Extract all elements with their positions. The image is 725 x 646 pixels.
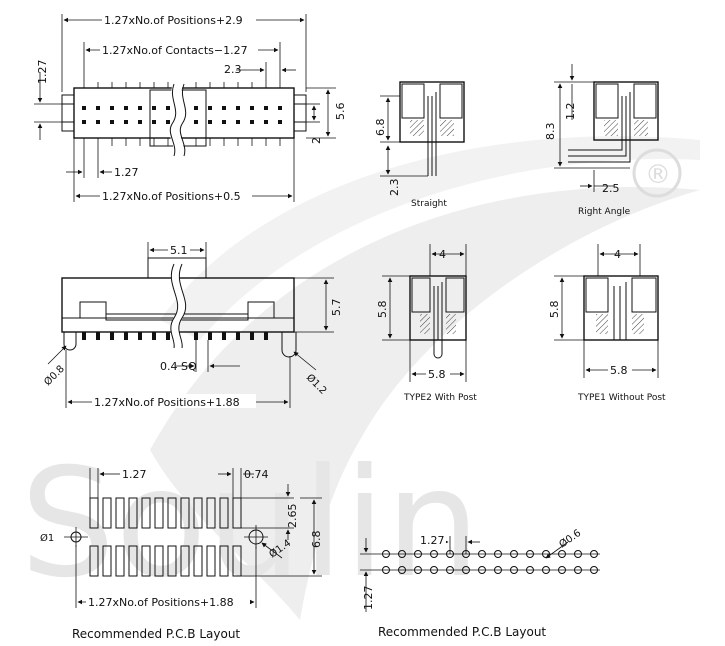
right-angle-height: 8.3 <box>544 123 557 141</box>
type2-bottom-width: 5.8 <box>428 368 446 381</box>
type2-caption: TYPE2 With Post <box>403 393 477 403</box>
top-view: 1.27xNo.of Positions+2.9 1.27xNo.of Cont… <box>34 12 347 203</box>
type1-bottom-width: 5.8 <box>610 364 628 377</box>
pcb-layout-right: 1.27 1.27 Ø0.6 Recommended P.C.B Layout <box>360 527 600 639</box>
dim-row-pitch: 1.27 <box>36 60 49 85</box>
right-angle-offset: 1.2 <box>564 103 577 121</box>
pcb-right-hole: Ø0.6 <box>557 527 583 550</box>
dim-height: 5.6 <box>334 103 347 121</box>
watermark: Soulin ® <box>20 136 700 620</box>
straight-view: 6.8 2.3 Straight <box>374 81 465 209</box>
pcb-pad-width: 0.74 <box>244 468 269 481</box>
watermark-text: Soulin <box>20 437 480 611</box>
watermark-registered: ® <box>645 160 671 190</box>
pcb-layout-left: 1.27 0.74 2.65 6.8 Ø1 Ø1.4 1.27xNo.of Po… <box>40 468 323 641</box>
front-view: 5.1 5.7 0.4 SQ Ø0.8 Ø1.2 1.27xNo.of Posi… <box>42 242 343 409</box>
type1-view: 4 5.8 5.8 TYPE1 Without Post <box>548 244 666 403</box>
dim-column-pitch: 1.27 <box>114 166 139 179</box>
pcb-bottom-length: 1.27xNo.of Positions+1.88 <box>88 596 234 609</box>
dim-contacts-length: 1.27xNo.of Contacts−1.27 <box>102 44 248 57</box>
straight-height: 6.8 <box>374 119 387 137</box>
type1-caption: TYPE1 Without Post <box>577 393 666 403</box>
pcb-pitch: 1.27 <box>122 468 147 481</box>
right-angle-caption: Right Angle <box>578 207 631 217</box>
pcb-right-row-pitch: 1.27 <box>362 586 375 611</box>
pcb-pad-row-top <box>89 497 242 529</box>
front-post-left: Ø0.8 <box>42 363 67 388</box>
pcb-hole-left: Ø1 <box>40 532 54 544</box>
pcb-right-pitch: 1.27 <box>420 534 445 547</box>
pcb-right-caption: Recommended P.C.B Layout <box>378 625 546 639</box>
right-angle-view: 8.3 1.2 2.5 Right Angle <box>544 64 659 217</box>
front-height: 5.7 <box>330 299 343 317</box>
straight-pin-length: 2.3 <box>388 179 401 197</box>
type1-top-width: 4 <box>614 248 621 261</box>
type2-height: 5.8 <box>376 301 389 319</box>
right-angle-width: 2.5 <box>602 182 620 195</box>
dim-bottom-length: 1.27xNo.of Positions+0.5 <box>102 190 241 203</box>
dim-overall-length: 1.27xNo.of Positions+2.9 <box>104 14 243 27</box>
pcb-left-caption: Recommended P.C.B Layout <box>72 627 240 641</box>
type1-height: 5.8 <box>548 301 561 319</box>
front-top-width: 5.1 <box>170 244 188 257</box>
pcb-total-height: 6.8 <box>310 531 323 549</box>
dim-inner: 2 <box>310 137 323 144</box>
pcb-hole-grid <box>360 550 600 574</box>
pcb-pad-row-bottom <box>89 545 242 577</box>
top-view-contacts <box>82 82 282 146</box>
type2-top-width: 4 <box>439 248 446 261</box>
type2-view: 4 5.8 5.8 TYPE2 With Post <box>376 244 477 403</box>
pcb-pad-height: 2.65 <box>286 504 299 529</box>
front-bottom-length: 1.27xNo.of Positions+1.88 <box>94 396 240 409</box>
front-pin-size: 0.4 SQ <box>160 360 197 373</box>
straight-caption: Straight <box>411 199 447 209</box>
front-view-pins <box>82 332 268 340</box>
dim-gap: 2.3 <box>224 63 242 76</box>
